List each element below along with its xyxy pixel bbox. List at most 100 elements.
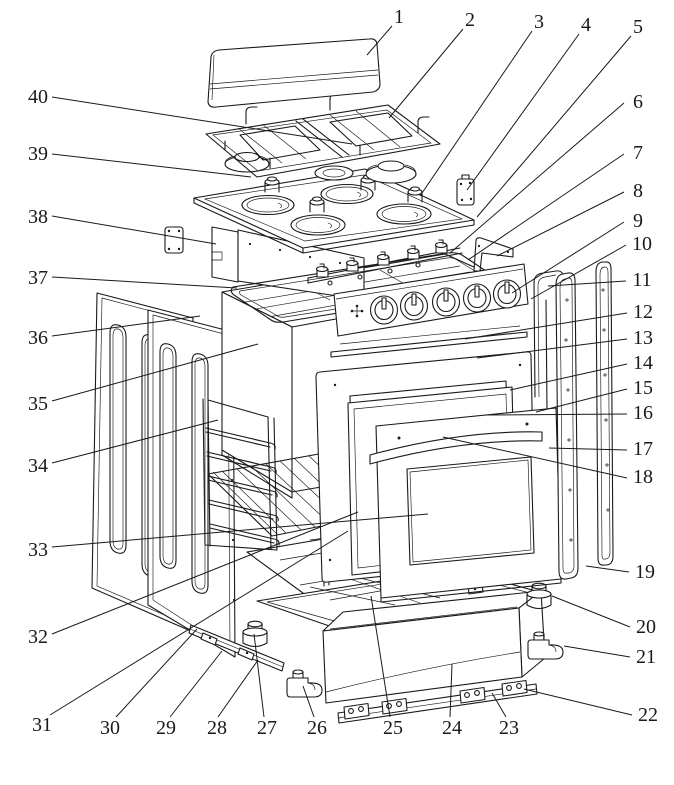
gas-valve [434, 239, 448, 254]
callout-label-36: 36 [28, 327, 48, 349]
callout-label-37: 37 [28, 267, 48, 289]
callout-label-31: 31 [32, 714, 52, 736]
callout-leader-12 [464, 312, 628, 340]
callout-label-23: 23 [499, 717, 519, 739]
callout-leader-24 [449, 663, 453, 718]
bottom-rails [337, 679, 538, 724]
callout-leader-13 [476, 338, 628, 359]
callout-leader-35 [51, 343, 259, 402]
callout-label-26: 26 [307, 717, 327, 739]
callout-label-25: 25 [383, 717, 403, 739]
burner-venturi [264, 176, 280, 193]
callout-label-12: 12 [633, 301, 653, 323]
callout-label-14: 14 [633, 352, 653, 374]
callout-leader-18 [442, 436, 628, 479]
callout-label-34: 34 [28, 455, 48, 477]
callout-leader-25 [370, 595, 391, 718]
callout-leader-14 [509, 363, 628, 391]
front-trim-rail [188, 624, 285, 672]
foot-cylindrical-left [242, 620, 268, 648]
burner-opening [290, 214, 346, 236]
callout-label-32: 32 [28, 626, 48, 648]
callout-label-27: 27 [257, 717, 277, 739]
callout-label-40: 40 [28, 86, 48, 108]
right-trim-strip-inner [555, 272, 579, 580]
callout-leader-19 [585, 565, 630, 573]
callout-label-17: 17 [633, 438, 653, 460]
callout-leader-1 [366, 25, 393, 56]
callout-leader-31 [49, 530, 349, 716]
burner-ring [314, 165, 354, 181]
callout-leader-26 [302, 685, 315, 718]
callout-label-18: 18 [633, 466, 653, 488]
callout-leader-4 [466, 33, 580, 191]
front-frame-crossbar [330, 325, 528, 358]
callout-leader-40 [51, 96, 353, 145]
callout-leader-32 [51, 511, 359, 635]
knob [431, 287, 461, 317]
callout-leader-20 [551, 595, 631, 628]
callout-label-38: 38 [28, 206, 48, 228]
callout-leader-11 [547, 280, 627, 287]
gas-manifold [307, 239, 463, 286]
callout-label-5: 5 [633, 16, 643, 38]
oven-side-rack-ladder [202, 398, 280, 551]
callout-label-29: 29 [156, 717, 176, 739]
callout-label-11: 11 [632, 269, 651, 291]
foot-adjustable-right [527, 631, 564, 660]
knob [369, 295, 399, 325]
callout-label-2: 2 [465, 9, 475, 31]
callout-label-6: 6 [633, 91, 643, 113]
callout-label-28: 28 [207, 717, 227, 739]
callout-leader-38 [51, 215, 217, 245]
knob [462, 283, 492, 313]
callout-leader-16 [484, 413, 628, 416]
callout-leader-17 [548, 447, 628, 451]
callout-leader-39 [51, 153, 252, 178]
callout-leader-36 [51, 315, 201, 337]
callout-label-3: 3 [534, 11, 544, 33]
foot-adjustable-center [286, 669, 323, 698]
callout-label-8: 8 [633, 180, 643, 202]
burner-cap [365, 160, 417, 184]
callout-label-10: 10 [632, 233, 652, 255]
control-knobs [369, 279, 522, 325]
callout-label-20: 20 [636, 616, 656, 638]
callout-label-19: 19 [635, 561, 655, 583]
callout-label-35: 35 [28, 393, 48, 415]
callout-leader-10 [530, 244, 627, 300]
callout-leader-34 [51, 419, 219, 464]
gas-valve [315, 263, 329, 278]
callout-leader-33 [51, 513, 429, 548]
knob [492, 279, 522, 309]
callout-label-24: 24 [442, 717, 462, 739]
rear-support-bracket [473, 237, 514, 272]
callout-leader-27 [253, 633, 265, 718]
burner-opening [320, 183, 374, 205]
ignition-unit-box [456, 174, 475, 206]
callout-label-4: 4 [581, 14, 591, 36]
burner-venturi [309, 196, 325, 213]
callout-leader-9 [511, 221, 625, 294]
callout-label-1: 1 [394, 6, 404, 28]
gas-valve [345, 257, 359, 272]
callout-leader-7 [467, 153, 625, 261]
callout-label-16: 16 [633, 402, 653, 424]
oven-door-outer-panel [375, 407, 562, 603]
callout-label-33: 33 [28, 539, 48, 561]
callout-leader-21 [563, 645, 631, 658]
gas-valve [406, 245, 420, 260]
callout-leader-3 [419, 30, 533, 197]
callout-leader-29 [169, 650, 223, 718]
door-handle [369, 431, 543, 465]
callout-label-9: 9 [633, 210, 643, 232]
burner-opening [241, 194, 295, 216]
back-guard-lid [207, 38, 381, 108]
callout-leader-23 [491, 692, 507, 718]
callout-label-22: 22 [638, 704, 658, 726]
callout-leader-15 [535, 388, 628, 413]
callout-label-7: 7 [633, 142, 643, 164]
knob [399, 291, 429, 321]
